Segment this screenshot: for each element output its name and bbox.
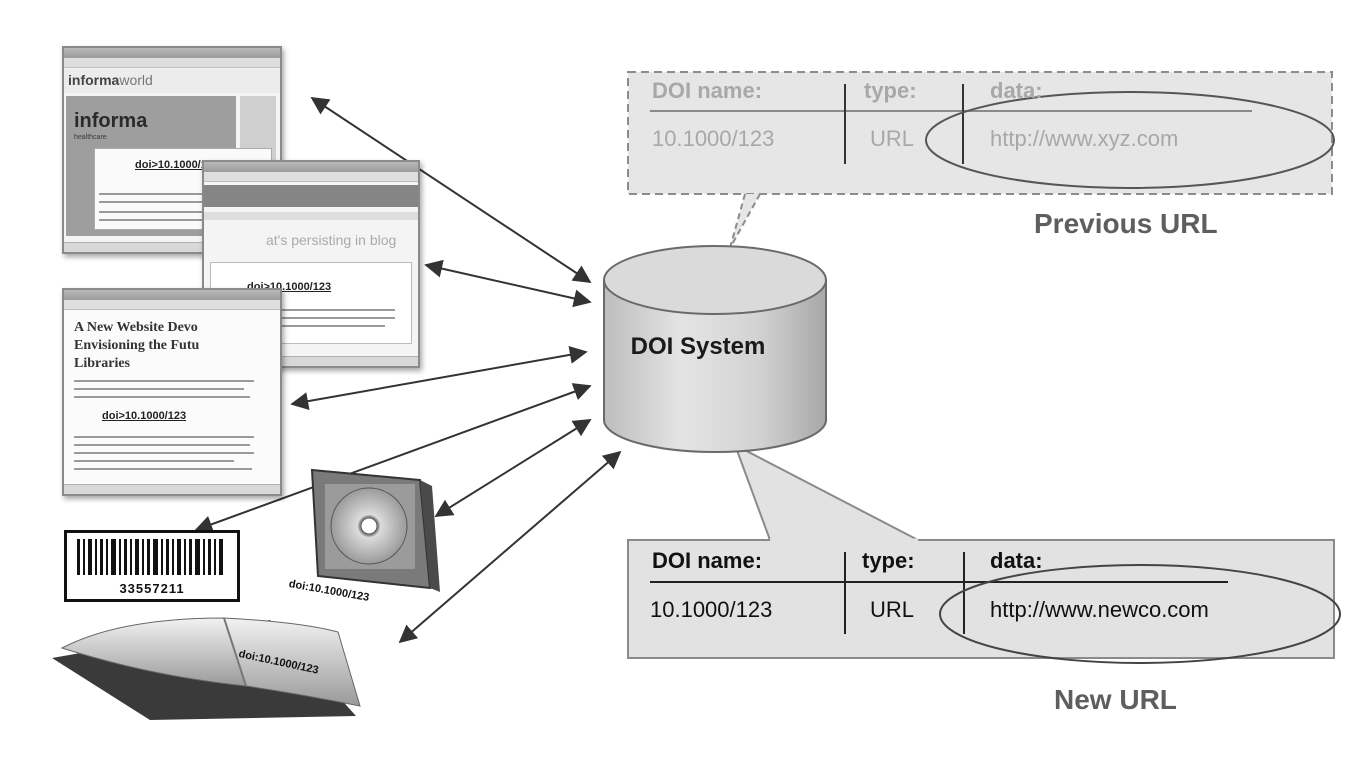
cd-case-icon <box>310 468 440 592</box>
window-statusbar <box>204 356 418 366</box>
article-headline-3: Libraries <box>74 356 130 371</box>
previous-value-doi-name: 10.1000/123 <box>652 126 775 151</box>
new-url-caption: New URL <box>1054 684 1177 715</box>
book-icon <box>52 617 361 720</box>
previous-record-callout <box>627 71 1335 249</box>
informaworld-logo: informaworld <box>68 72 153 88</box>
barcode-number: 33557211 <box>119 581 185 596</box>
new-value-doi-name: 10.1000/123 <box>650 597 773 622</box>
connection-arrows <box>194 97 622 644</box>
doi-link[interactable]: doi>10.1000/123 <box>102 410 187 422</box>
new-record-callout <box>627 442 1341 664</box>
new-header-doi-name: DOI name: <box>652 548 763 573</box>
article-headline-2: Envisioning the Futu <box>74 338 200 353</box>
arrow-window2 <box>424 259 592 308</box>
blog-headline: at's persisting in blog <box>266 232 397 248</box>
previous-header-doi-name: DOI name: <box>652 78 763 103</box>
barcode-label: 33557211 <box>64 530 240 602</box>
arrow-book <box>398 450 622 644</box>
informa-brand: informa <box>74 110 148 132</box>
previous-header-type: type: <box>864 78 917 103</box>
previous-url-caption: Previous URL <box>1034 208 1218 239</box>
doi-system-label: DOI System <box>630 333 766 360</box>
previous-value-type: URL <box>870 126 915 151</box>
window-titlebar <box>204 162 418 172</box>
previous-header-data: data: <box>990 78 1043 103</box>
barcode-icon <box>77 539 223 575</box>
arrow-window1 <box>310 97 592 283</box>
previous-value-url: http://www.xyz.com <box>990 126 1179 151</box>
window-menubar: ​ <box>64 300 280 310</box>
browser-window-article: ​ A New Website Devo Envisioning the Fut… <box>62 288 282 496</box>
new-header-type: type: <box>862 548 915 573</box>
arrow-barcode <box>194 383 592 533</box>
new-header-data: data: <box>990 548 1043 573</box>
window-titlebar <box>64 290 280 300</box>
window-statusbar <box>64 484 280 494</box>
informa-sub: healthcare <box>74 134 107 141</box>
window-menubar: ​ <box>64 58 280 68</box>
new-url-ellipse <box>939 564 1341 664</box>
doi-system-cylinder <box>603 245 827 453</box>
new-value-url: http://www.newco.com <box>990 597 1209 622</box>
doi-link[interactable]: doi>10.1000/123 <box>135 159 220 171</box>
new-value-type: URL <box>870 597 915 622</box>
previous-url-ellipse <box>925 91 1335 189</box>
article-headline-1: A New Website Devo <box>74 320 198 335</box>
window-statusbar <box>64 242 280 252</box>
window-menubar: ​ <box>204 172 418 182</box>
window-titlebar <box>64 48 280 58</box>
